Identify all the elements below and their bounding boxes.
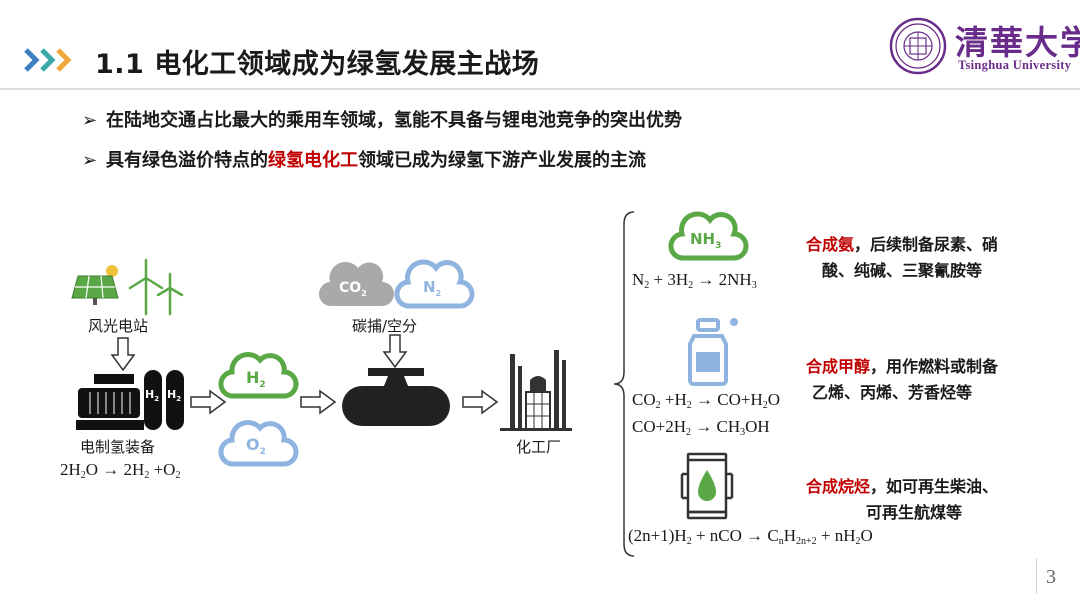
electrolysis-equation: 2H2O → 2H2 +O2 [60,460,181,481]
branch-brace [613,211,635,557]
reactor-vessel-icon [342,368,450,426]
chemical-plant-icon [500,350,572,431]
nh3-cloud-text: NH3 [690,230,722,251]
ammonia-highlight: 合成氨 [806,235,855,254]
bullet-highlight: 绿氢电化工 [268,150,358,171]
tsinghua-logo-english: Tsinghua University [958,58,1072,72]
tsinghua-logo-chinese: 清華大学 [955,23,1080,62]
h2-tank-label-2: H2 [167,388,182,404]
page-number: 3 [1046,566,1056,588]
alkane-note: 合成烷烃，如可再生柴油、 可再生航煤等 [806,477,999,522]
bullet-green-hydrogen-chemicals: ➢ 具有绿色溢价特点的绿氢电化工领域已成为绿氢下游产业发展的主流 [82,146,646,172]
alkane-highlight: 合成烷烃 [806,477,871,496]
methanol-bottle-icon [688,318,738,386]
bullet-passenger-cars: ➢ 在陆地交通占比最大的乘用车领域，氢能不具备与锂电池竞争的突出优势 [82,106,682,132]
bullet-text: 在陆地交通占比最大的乘用车领域，氢能不具备与锂电池竞争的突出优势 [106,110,682,131]
right-arrow-icon [190,389,227,415]
tsinghua-seal-icon [889,17,947,75]
co2-cloud-icon [318,261,394,307]
co2-cloud-text: CO2 [339,280,367,298]
fuel-barrel-icon [680,452,734,520]
nh3-cloud-icon [668,211,749,261]
o2-cloud-text: O2 [246,435,266,458]
solar-panel-icon [71,265,119,305]
right-arrow-icon [462,389,499,415]
bullet-marker: ➢ [82,110,98,131]
title-chevrons-icon [24,48,72,72]
page-title: 1.1 电化工领域成为绿氢发展主战场 [95,49,540,80]
page-number-divider [1036,558,1037,594]
n2-cloud-icon [394,259,475,309]
right-arrow-icon [300,389,337,415]
h2-cloud-text: H2 [246,368,266,391]
electrolyzer-label: 电制氢装备 [80,438,156,456]
alkane-equation: (2n+1)H2 + nCO → CnH2n+2 + nH2O [628,526,873,547]
header-divider [0,88,1080,90]
methanol-equation-1: CO2 +H2 → CO+H2O [632,390,781,411]
o2-cloud-icon [218,420,299,467]
down-arrow-icon [110,337,136,372]
wind-solar-label: 风光电站 [88,317,149,335]
bullet-suffix: 领域已成为绿氢下游产业发展的主流 [358,150,646,171]
methanol-note: 合成甲醇，用作燃料或制备 乙烯、丙烯、芳香烃等 [806,357,999,402]
h2-tank-label-1: H2 [145,388,160,404]
methanol-highlight: 合成甲醇 [806,357,871,376]
bullet-prefix: 具有绿色溢价特点的 [106,150,268,171]
electrolyzer-icon [76,370,184,430]
bullet-marker: ➢ [82,150,98,171]
methanol-equation-2: CO+2H2 → CH3OH [632,417,770,438]
n2-cloud-text: N2 [423,278,442,298]
carbon-capture-label: 碳捕/空分 [352,317,418,335]
ammonia-note: 合成氨，后续制备尿素、硝 酸、纯碱、三聚氰胺等 [806,235,999,280]
h2-cloud-icon [218,352,299,399]
ammonia-equation: N2 + 3H2 → 2NH3 [632,270,757,291]
plant-label: 化工厂 [516,438,562,456]
down-arrow-icon [382,334,408,369]
wind-turbine-icon [128,258,184,316]
